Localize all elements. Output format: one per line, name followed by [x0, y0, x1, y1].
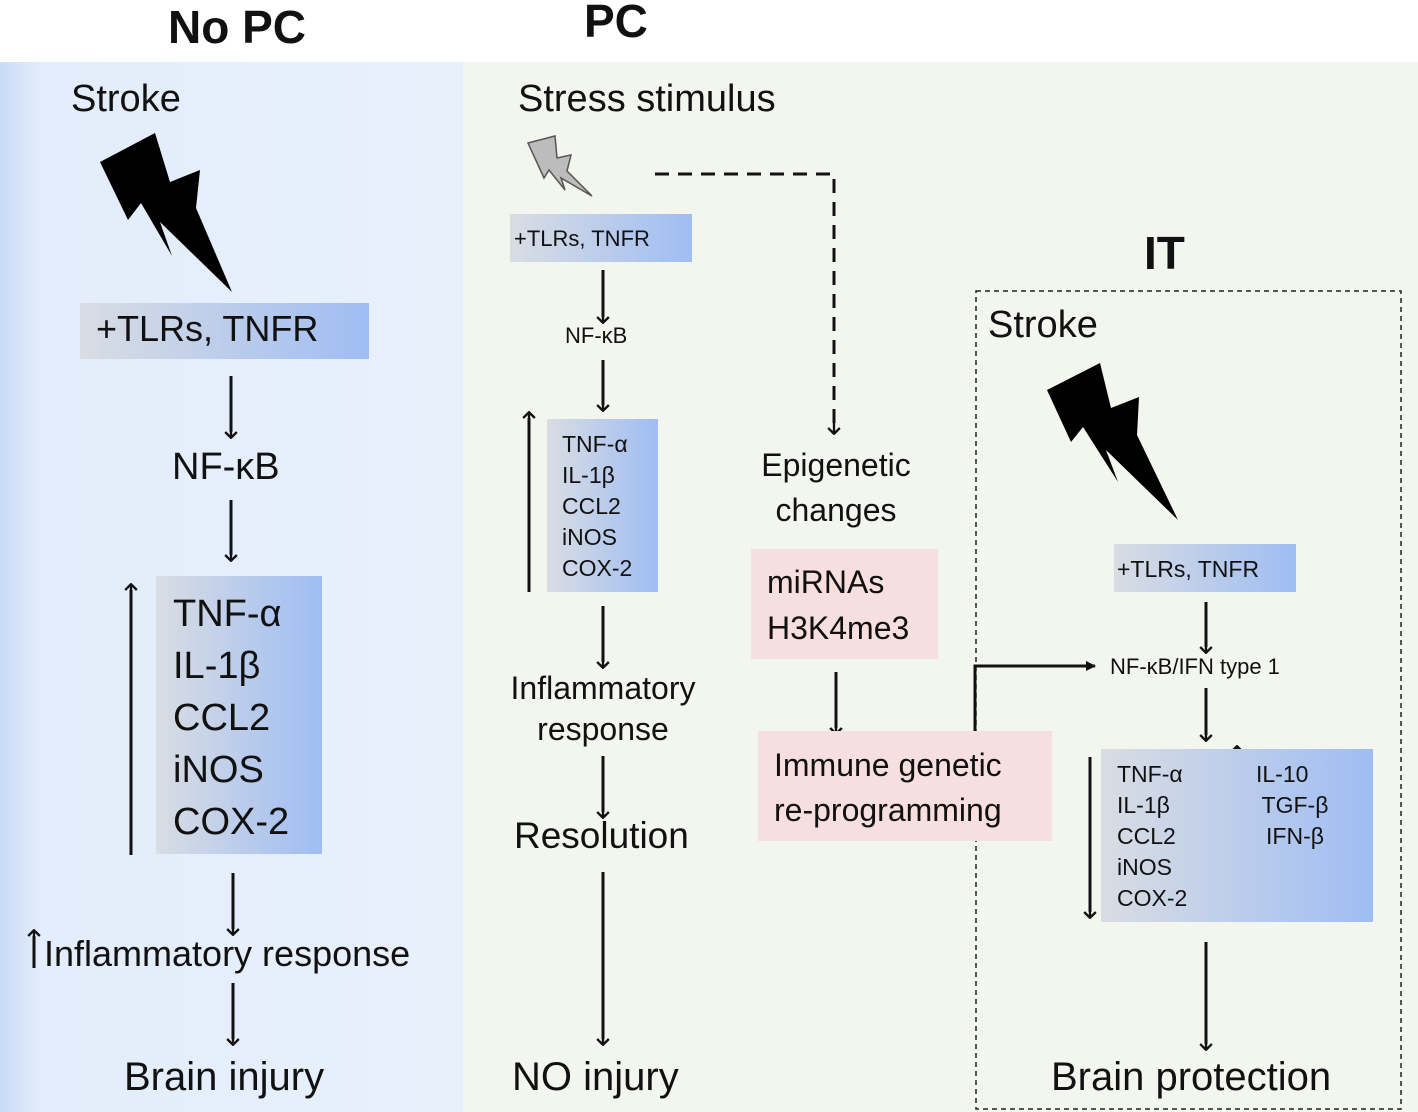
pc-nfkb: NF-κB — [565, 323, 628, 348]
cytokine-item: IL-1β — [173, 645, 261, 687]
pc-trigger: Stress stimulus — [518, 78, 776, 120]
cytokine-item: CCL2 — [562, 493, 621, 519]
up-item: IL-10 — [1256, 761, 1309, 787]
no-pc-cytokine-box: TNF-α IL-1β CCL2 iNOS COX-2 — [156, 576, 322, 854]
reprogramming-box: Immune genetic re-programming — [758, 731, 1052, 841]
h3k4me3-label: H3K4me3 — [767, 610, 910, 646]
down-item: CCL2 — [1117, 823, 1176, 849]
reprogramming-line: re-programming — [774, 792, 1002, 828]
immune-genetic-line: Immune genetic — [774, 747, 1002, 783]
cytokine-item: iNOS — [173, 749, 264, 791]
up-item: IFN-β — [1266, 823, 1324, 849]
lightning-bolt-icon — [100, 133, 232, 292]
cytokine-item: iNOS — [562, 524, 617, 550]
inflammatory-line: Inflammatory — [510, 670, 696, 706]
it-receptor-box: +TLRs, TNFR — [1114, 544, 1296, 592]
up-item: TGF-β — [1261, 792, 1329, 818]
down-item: iNOS — [1117, 854, 1172, 880]
no-pc-title: No PC — [168, 1, 306, 53]
pc-outcome: NO injury — [512, 1055, 679, 1099]
it-trigger: Stroke — [988, 304, 1098, 346]
lightning-bolt-icon — [1047, 363, 1178, 520]
pc-receptor-box: +TLRs, TNFR — [510, 214, 692, 262]
epigenetic-marks-box: miRNAs H3K4me3 — [751, 549, 938, 659]
down-item: TNF-α — [1117, 761, 1183, 787]
mirnas-label: miRNAs — [767, 564, 885, 600]
it-downregulated-list: TNF-α IL-1β CCL2 iNOS COX-2 — [1117, 759, 1187, 914]
no-pc-trigger: Stroke — [71, 78, 181, 120]
no-pc-inflammatory-response: Inflammatory response — [44, 933, 411, 974]
pc-title: PC — [584, 0, 648, 47]
cytokine-item: COX-2 — [173, 801, 290, 843]
it-title: IT — [1144, 227, 1185, 279]
changes-line: changes — [775, 492, 897, 528]
no-pc-nfkb: NF-κB — [172, 446, 280, 488]
pc-inflammatory-response: Inflammatory response — [493, 668, 713, 750]
epigenetic-line: Epigenetic — [761, 447, 911, 483]
pc-resolution: Resolution — [514, 815, 689, 856]
epigenetic-changes: Epigenetic changes — [738, 443, 934, 533]
no-pc-outcome: Brain injury — [124, 1055, 325, 1099]
response-line: response — [537, 711, 669, 747]
cytokine-item: COX-2 — [562, 555, 633, 581]
it-nfkb-ifn: NF-κB/IFN type 1 — [1110, 654, 1280, 679]
down-item: COX-2 — [1117, 885, 1188, 911]
lightning-bolt-small-icon — [526, 135, 593, 197]
cytokine-item: TNF-α — [562, 431, 628, 457]
no-pc-receptor-box: +TLRs, TNFR — [80, 303, 369, 359]
down-item: IL-1β — [1117, 792, 1170, 818]
it-outcome: Brain protection — [1051, 1055, 1332, 1099]
it-cytokine-box — [1101, 749, 1373, 922]
cytokine-item: TNF-α — [173, 593, 282, 635]
cytokine-item: CCL2 — [173, 697, 271, 739]
it-upregulated-list: IL-10 TGF-β IFN-β — [1250, 759, 1340, 852]
cytokine-item: IL-1β — [562, 462, 615, 488]
pc-cytokine-box: TNF-α IL-1β CCL2 iNOS COX-2 — [547, 419, 658, 592]
